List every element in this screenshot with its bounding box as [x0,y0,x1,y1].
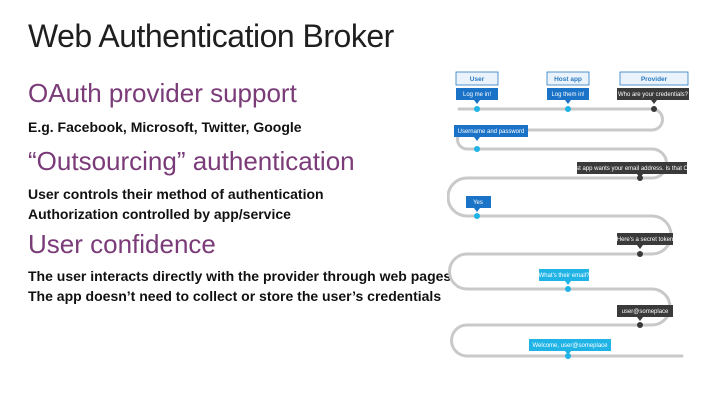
bullet-oauth-examples: E.g. Facebook, Microsoft, Twitter, Googl… [28,119,302,135]
svg-text:Host app wants your email addr: Host app wants your email address. Is th… [568,166,696,172]
step-who-are-your-credentials: Who are your credentials? [617,88,689,104]
column-header-provider-label: Provider [641,76,668,83]
svg-text:Here's a secret token: Here's a secret token [617,237,674,243]
step-username-and-password: Username and password [454,125,528,141]
svg-text:user@someplace: user@someplace [622,309,669,315]
flow-node [651,106,657,112]
step-whats-their-email: What's their email? [539,269,590,285]
svg-text:Username and password: Username and password [458,129,525,135]
svg-text:Who are your credentials?: Who are your credentials? [618,92,689,98]
step-host-app-wants-email: Host app wants your email address. Is th… [568,162,696,178]
flow-node [565,286,571,292]
step-user-at-someplace: user@someplace [617,305,673,321]
column-header-host-app-label: Host app [554,76,582,83]
bullet-authorization-controlled: Authorization controlled by app/service [28,206,291,222]
step-log-me-in: Log me in! [456,88,498,104]
heading-user-confidence: User confidence [28,229,216,259]
column-header-host-app: Host app [546,71,590,86]
svg-text:Log them in!: Log them in! [551,92,584,98]
step-welcome-user: Welcome, user@someplace [529,339,611,355]
bullet-app-no-credentials: The app doesn’t need to collect or store… [28,288,442,304]
flow-track [447,107,684,358]
flow-node [565,106,571,112]
step-secret-token: Here's a secret token [617,233,674,249]
auth-flow-diagram: User Host app Provider Log me in! Log th… [447,71,696,359]
step-yes: Yes [466,196,491,212]
column-header-user-label: User [470,76,485,83]
step-log-them-in: Log them in! [547,88,589,104]
svg-text:What's their email?: What's their email? [539,273,590,279]
svg-text:Log me in!: Log me in! [463,92,491,98]
heading-oauth-provider-support: OAuth provider support [28,78,297,108]
flow-node [565,353,571,359]
svg-text:Yes: Yes [473,200,483,206]
flow-node [474,106,480,112]
svg-text:Welcome, user@someplace: Welcome, user@someplace [532,343,608,349]
column-header-user: User [455,71,499,86]
flow-node [474,146,480,152]
flow-node [637,251,643,257]
bullet-user-interacts-directly: The user interacts directly with the pro… [28,268,452,284]
flow-node [474,213,480,219]
bullet-user-controls-method: User controls their method of authentica… [28,186,324,202]
page-title: Web Authentication Broker [28,18,394,54]
flow-node [637,322,643,328]
column-header-provider: Provider [619,71,689,86]
heading-outsourcing-authentication: “Outsourcing” authentication [28,146,355,176]
